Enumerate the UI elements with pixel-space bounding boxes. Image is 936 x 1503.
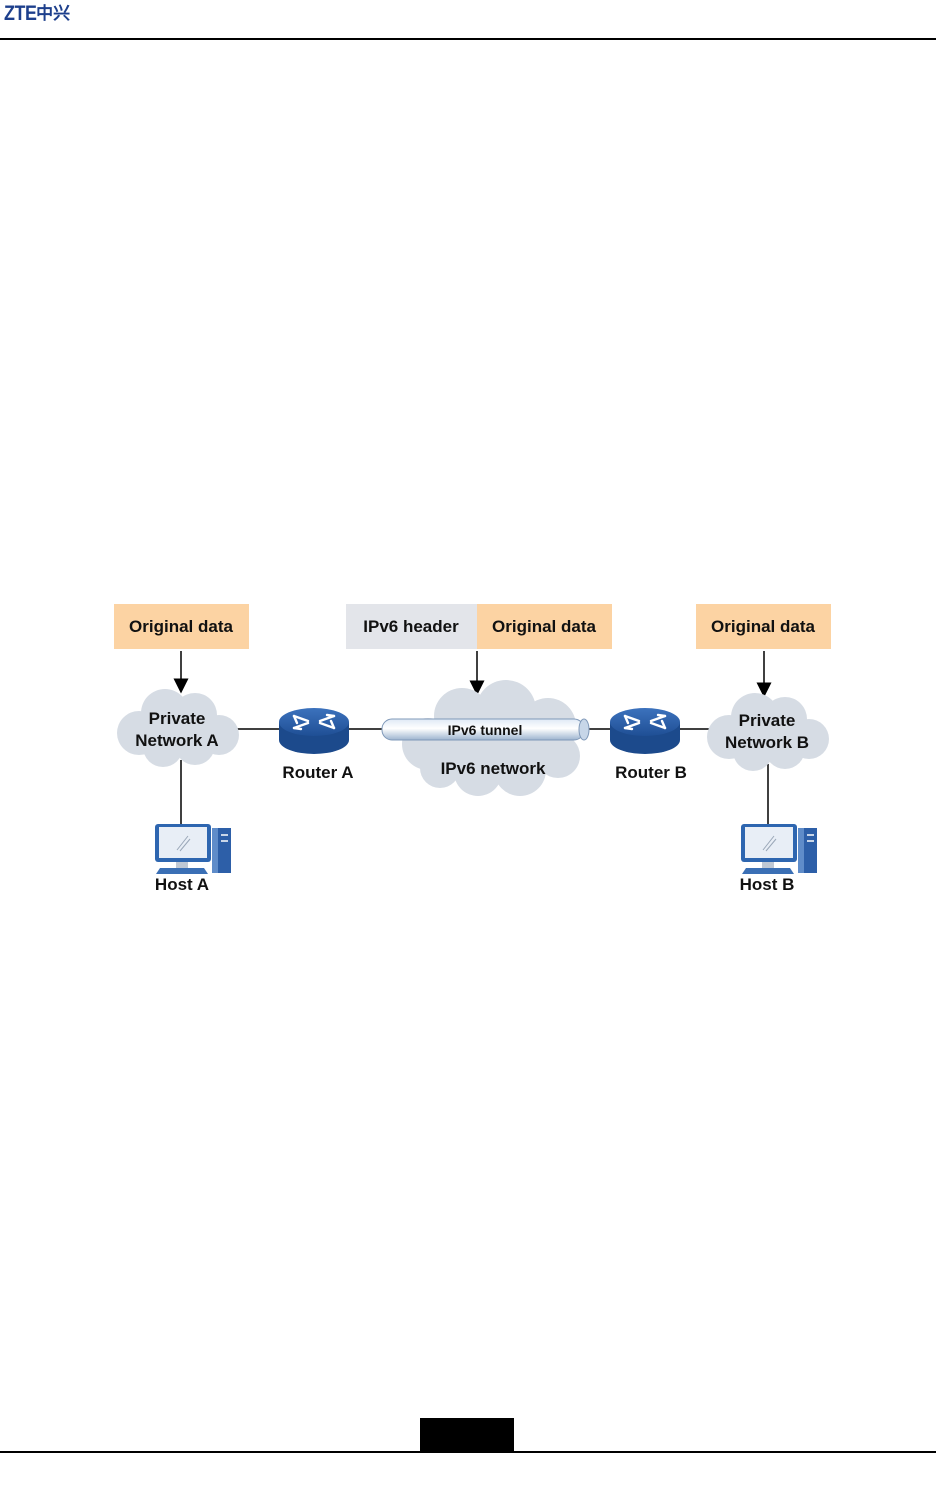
packet-middle-data-label: Original data [492,617,596,636]
packet-right-label: Original data [711,617,815,636]
packet-middle-header-label: IPv6 header [363,617,459,636]
host-b-label: Host B [740,875,795,894]
router-a-label: Router A [282,763,353,782]
network-b-line1: Private [739,711,796,730]
host-a-label: Host A [155,875,209,894]
computer-icon [741,824,817,874]
packet-left-label: Original data [129,617,233,636]
footer-rule [0,1451,936,1453]
router-icon [279,708,349,754]
router-icon [610,708,680,754]
page-number-tab [420,1418,514,1452]
network-a-line2: Network A [135,731,218,750]
router-b-label: Router B [615,763,687,782]
ipv6-network-label: IPv6 network [441,759,546,778]
computer-icon [155,824,231,874]
cloud-icon [117,689,239,767]
network-b-line2: Network B [725,733,809,752]
network-a-line1: Private [149,709,206,728]
cloud-icon [707,693,829,771]
ipv6-tunnel-label: IPv6 tunnel [448,722,523,738]
